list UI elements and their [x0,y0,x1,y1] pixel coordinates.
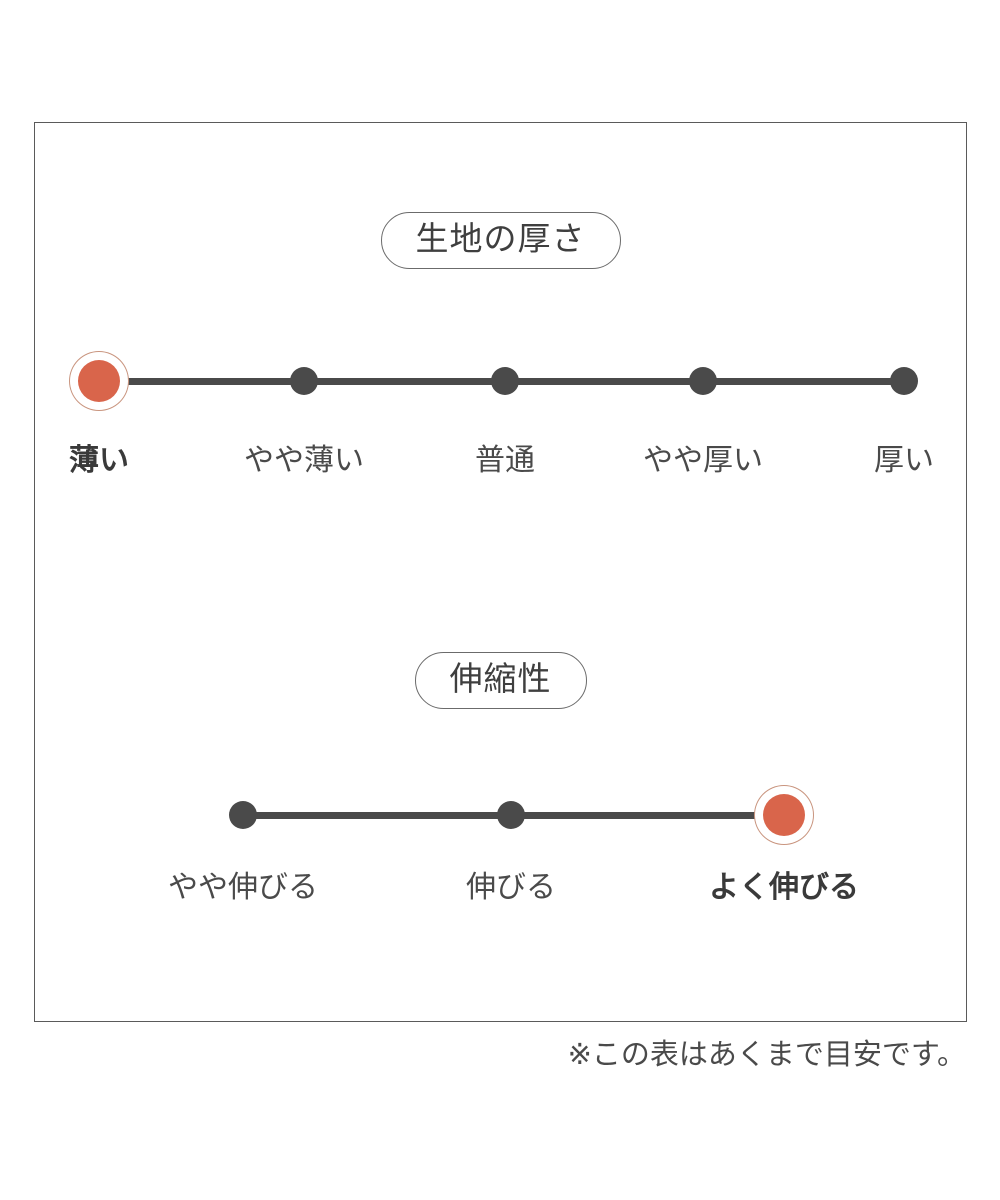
section-badge-label: 伸縮性 [449,659,552,698]
spec-table-frame: 生地の厚さ 薄い やや薄い 普通 やや厚い 厚い 伸縮性 やや伸びる 伸びる よく伸びる [34,122,967,1022]
stretchiness-label: よく伸びる [709,870,859,905]
section-badge-stretchiness: 伸縮性 [414,652,587,709]
fabric-thickness-dot[interactable] [890,367,918,395]
stretchiness-dot[interactable] [497,801,525,829]
fabric-thickness-label: 厚い [874,443,934,478]
fabric-thickness-dot[interactable] [290,367,318,395]
fabric-thickness-label: やや厚い [643,443,763,478]
stretchiness-dot-selected[interactable] [763,794,805,836]
fabric-thickness-label: 薄い [69,443,129,478]
footnote-text: ※この表はあくまで目安です。 [567,1037,966,1071]
section-badge-label: 生地の厚さ [415,219,586,258]
fabric-thickness-dot[interactable] [491,367,519,395]
stretchiness-label: やや伸びる [168,870,318,905]
fabric-thickness-dot-selected[interactable] [78,360,120,402]
fabric-thickness-label: 普通 [475,443,535,478]
stretchiness-label: 伸びる [466,870,556,905]
fabric-thickness-dot[interactable] [689,367,717,395]
section-badge-fabric-thickness: 生地の厚さ [380,212,621,269]
fabric-thickness-label: やや薄い [244,443,364,478]
stretchiness-dot[interactable] [229,801,257,829]
